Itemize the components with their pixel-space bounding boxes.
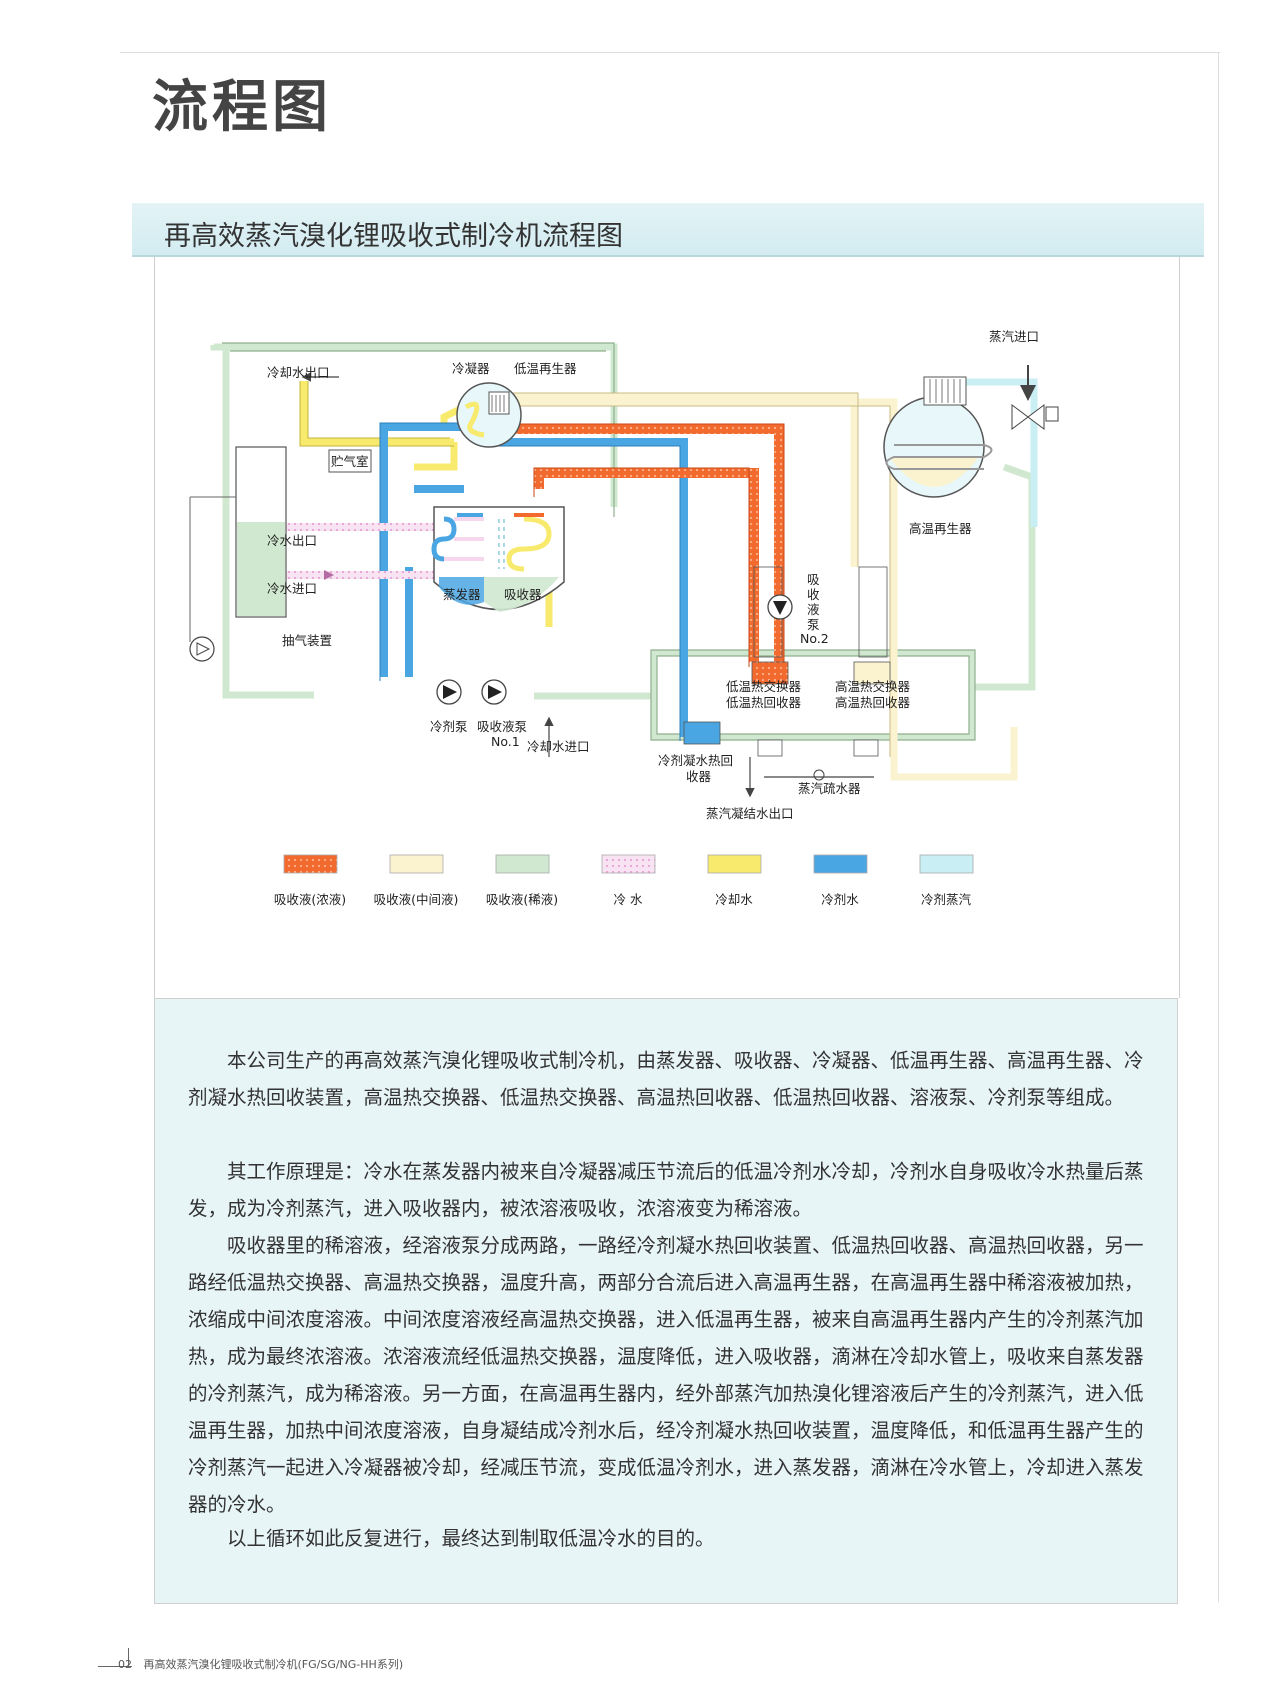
legend-label-chilled-water: 冷 水 (614, 892, 643, 907)
label-condenser: 冷凝器 (452, 361, 490, 376)
label-solution-pump-2-c3: 液 (807, 602, 820, 617)
section-banner (132, 203, 1204, 257)
label-refrigerant-recovery-2: 收器 (686, 769, 712, 784)
paragraph-intro: 本公司生产的再高效蒸汽溴化锂吸收式制冷机，由蒸发器、吸收器、冷凝器、低温再生器、… (188, 1049, 1144, 1109)
legend-label-cooling-water: 冷却水 (715, 892, 753, 907)
top-rule (120, 52, 1220, 53)
condenser-vessel (456, 382, 522, 448)
label-refrigerant-pump: 冷剂泵 (430, 719, 468, 734)
label-solution-pump-2-c1: 吸 (807, 572, 820, 587)
label-refrigerant-recovery-1: 冷剂凝水热回 (658, 753, 733, 768)
label-low-temp-recovery: 低温热回收器 (726, 695, 802, 710)
label-cooling-water-inlet: 冷却水进口 (527, 739, 590, 754)
legend-swatch-concentrated (283, 854, 338, 874)
footer-page-number: 02 (118, 1658, 132, 1671)
legend: 吸收液(浓液) 吸收液(中间液) 吸收液(稀液) 冷 水 冷却水 冷剂水 冷剂蒸… (274, 854, 974, 907)
label-low-temp-hx: 低温热交换器 (726, 679, 802, 694)
label-evaporator: 蒸发器 (443, 587, 481, 602)
legend-label-refrigerant-steam: 冷剂蒸汽 (921, 892, 972, 907)
high-temp-generator-vessel (883, 376, 993, 498)
label-solution-pump-1: 吸收液泵 (477, 719, 527, 734)
label-solution-pump-2-c2: 收 (807, 587, 820, 602)
legend-label-intermediate: 吸收液(中间液) (374, 892, 459, 907)
legend-label-concentrated: 吸收液(浓液) (274, 892, 346, 907)
label-absorber: 吸收器 (504, 587, 542, 602)
legend-label-dilute: 吸收液(稀液) (486, 892, 558, 907)
legend-swatch-refrigerant-water (813, 854, 868, 874)
page-title: 流程图 (152, 75, 332, 140)
label-steam-inlet: 蒸汽进口 (989, 329, 1039, 344)
legend-swatch-refrigerant-steam (919, 854, 974, 874)
pumps (436, 594, 825, 781)
label-cooling-water-outlet: 冷却水出口 (267, 365, 330, 380)
heat-exchanger-blocks (683, 566, 891, 757)
label-condensate-outlet: 蒸汽凝结水出口 (706, 806, 794, 821)
label-steam-trap: 蒸汽疏水器 (798, 781, 861, 796)
footer-rule (98, 1666, 132, 1667)
right-rule (1218, 52, 1219, 1602)
legend-label-refrigerant-water: 冷剂水 (821, 892, 859, 907)
paragraph-principle: 其工作原理是：冷水在蒸发器内被来自冷凝器减压节流后的低温冷剂水冷却，冷剂水自身吸… (188, 1160, 1144, 1220)
footer-divider (128, 1648, 129, 1666)
legend-swatch-intermediate (389, 854, 444, 874)
label-high-temp-recovery: 高温热回收器 (835, 695, 911, 710)
label-chilled-water-outlet: 冷水出口 (267, 533, 317, 548)
label-high-temp-generator: 高温再生器 (909, 521, 972, 536)
label-solution-pump-2-no: No.2 (800, 631, 829, 646)
label-gas-storage: 贮气室 (331, 454, 369, 469)
label-solution-pump-2-c4: 泵 (807, 617, 820, 632)
description-box (154, 998, 1178, 1604)
label-low-temp-generator: 低温再生器 (514, 361, 577, 376)
evaporator-absorber-vessel (431, 506, 565, 612)
label-purge-device: 抽气装置 (282, 633, 332, 648)
flow-diagram: 蒸汽进口 冷却水出口 冷凝器 低温再生器 贮气室 冷水出口 冷水进口 蒸发器 吸… (189, 329, 1059, 907)
legend-swatch-chilled-water (601, 854, 656, 874)
paragraph-conclusion: 以上循环如此反复进行，最终达到制取低温冷水的目的。 (227, 1527, 715, 1550)
footer-text: 再高效蒸汽溴化锂吸收式制冷机(FG/SG/NG-HH系列) (143, 1658, 404, 1671)
label-solution-pump-1-no: No.1 (491, 734, 520, 749)
diagram-frame (154, 257, 1180, 998)
footer: 02 再高效蒸汽溴化锂吸收式制冷机(FG/SG/NG-HH系列) (98, 1656, 403, 1672)
label-chilled-water-inlet: 冷水进口 (267, 581, 317, 596)
paragraph-cycle: 吸收器里的稀溶液，经溶液泵分成两路，一路经冷剂凝水热回收装置、低温热回收器、高温… (188, 1234, 1144, 1516)
steam-valve (1011, 365, 1059, 430)
legend-swatch-dilute (495, 854, 550, 874)
purge-tank (189, 446, 372, 662)
label-high-temp-hx: 高温热交换器 (835, 679, 911, 694)
section-title: 再高效蒸汽溴化锂吸收式制冷机流程图 (164, 221, 623, 252)
legend-swatch-cooling-water (707, 854, 762, 874)
